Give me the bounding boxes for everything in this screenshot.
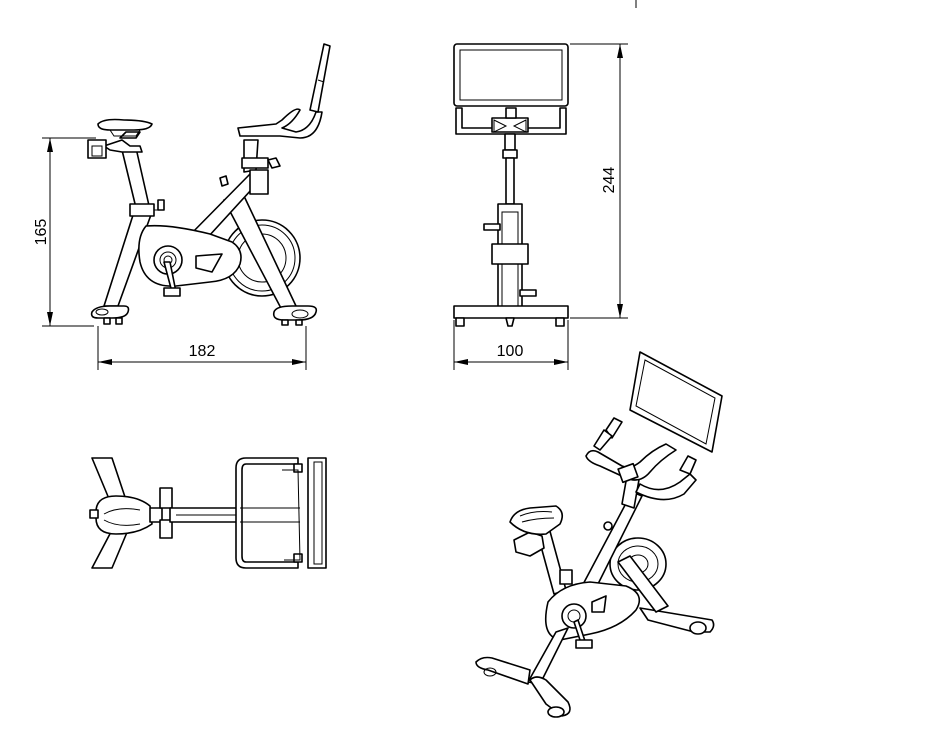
- side-saddle: [97, 118, 153, 131]
- top-view: [89, 457, 327, 569]
- side-view: [87, 43, 331, 326]
- front-height-dimension: 244: [570, 43, 628, 319]
- iso-rear-foot-right: [529, 676, 571, 717]
- top-screen: [307, 457, 327, 569]
- front-stem: [505, 157, 515, 205]
- top-handlebar: [235, 457, 299, 569]
- side-rear-foot: [90, 305, 130, 319]
- side-length-label: 182: [189, 343, 216, 360]
- iso-screen: [629, 351, 723, 453]
- side-height-dimension: 165: [33, 137, 96, 327]
- front-height-label: 244: [601, 167, 618, 194]
- iso-view: [475, 351, 723, 718]
- side-handlebar: [237, 108, 323, 139]
- iso-handlebar: [585, 443, 677, 481]
- front-view: [453, 43, 569, 327]
- side-length-dimension: 182: [97, 326, 307, 370]
- iso-rear-foot-left: [475, 656, 531, 685]
- front-width-label: 100: [497, 343, 524, 360]
- front-screen: [453, 43, 569, 107]
- front-width-dimension: 100: [453, 320, 569, 370]
- side-screen: [309, 43, 331, 113]
- side-seat-tube: [121, 147, 151, 213]
- side-front-foot: [272, 305, 318, 321]
- top-saddle: [95, 495, 153, 535]
- side-height-label: 165: [33, 219, 50, 246]
- top-rear-foot-lower: [91, 529, 129, 569]
- iso-saddle: [509, 505, 564, 536]
- front-base: [453, 305, 569, 319]
- iso-crank: [561, 603, 587, 629]
